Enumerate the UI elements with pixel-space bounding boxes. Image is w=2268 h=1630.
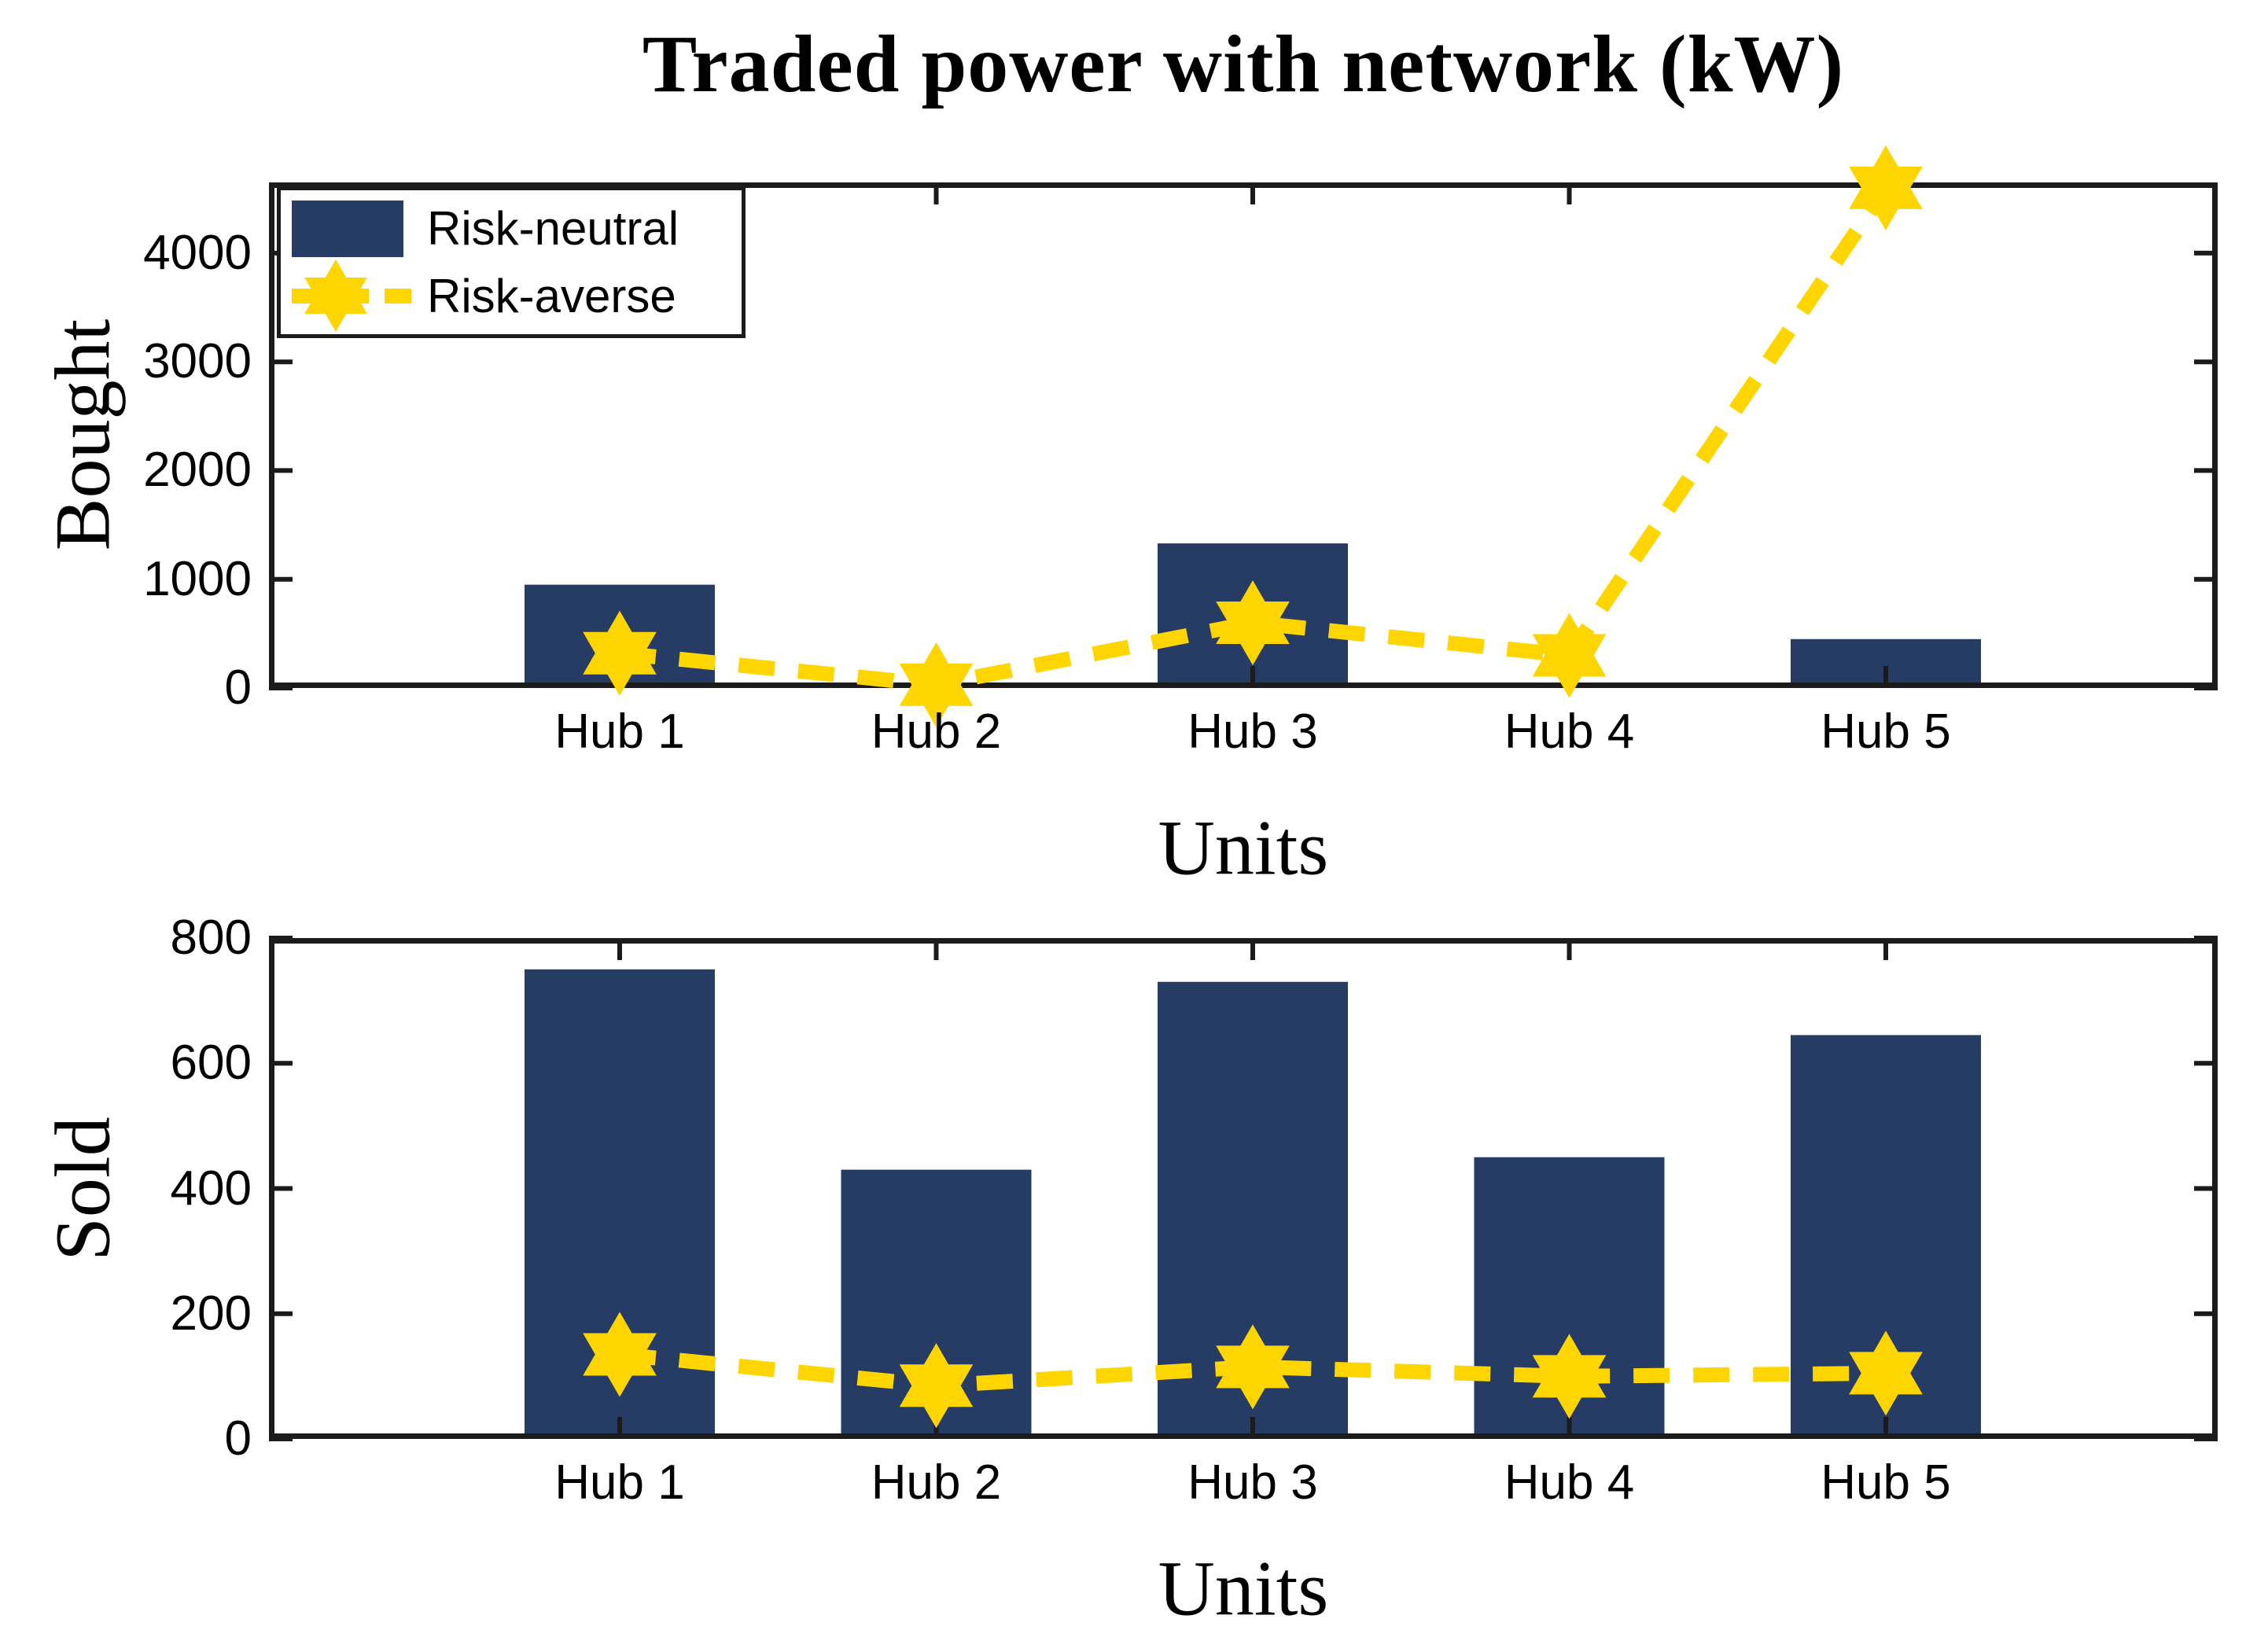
x-category-label-bought: Hub 2 (871, 705, 1002, 759)
hexagram-marker-bought-hub4 (1532, 613, 1607, 698)
y-tick-label-sold: 0 (224, 1411, 252, 1466)
x-category-label-sold: Hub 4 (1504, 1455, 1635, 1510)
legend-label-risk-neutral: Risk-neutral (427, 202, 679, 256)
hexagram-marker-sold-hub1 (583, 1312, 657, 1397)
risk-neutral-bar-swatch-icon (292, 200, 410, 257)
y-tick-label-bought: 1000 (143, 551, 252, 606)
y-tick-label-sold: 600 (170, 1036, 252, 1091)
y-tick-label-bought: 4000 (143, 225, 252, 280)
hexagram-marker-bought-hub2 (899, 642, 974, 727)
x-category-label-bought: Hub 4 (1504, 705, 1635, 759)
hexagram-marker-bought-hub3 (1216, 580, 1290, 665)
hexagram-marker-bought-hub5 (1849, 145, 1923, 230)
y-tick-label-bought: 0 (224, 660, 252, 715)
bought-plot-svg (269, 145, 2218, 727)
dashed-line-hexagram-icon (292, 259, 411, 333)
hexagram-marker-sold-hub5 (1849, 1330, 1923, 1416)
x-category-label-sold: Hub 2 (871, 1455, 1002, 1510)
legend-box: Risk-neutral Risk-averse (277, 186, 746, 338)
hexagram-marker-icon (304, 259, 367, 333)
risk-averse-line-sample-icon (292, 252, 411, 339)
legend-item-risk-averse: Risk-averse (292, 259, 742, 333)
chart-title: Traded power with network (kW) (642, 19, 1845, 109)
x-category-label-sold: Hub 3 (1187, 1455, 1318, 1510)
bar-color-swatch (292, 200, 403, 257)
risk-averse-line-bought (619, 183, 1892, 693)
x-category-label-bought: Hub 1 (554, 705, 685, 759)
legend-label-risk-averse: Risk-averse (427, 269, 676, 322)
y-tick-label-sold: 200 (170, 1286, 252, 1341)
hexagram-marker-sold-hub2 (899, 1343, 974, 1429)
legend-item-risk-neutral: Risk-neutral (292, 197, 742, 260)
hexagram-marker-sold-hub4 (1532, 1334, 1607, 1419)
sold-x-axis-label: Units (1158, 1544, 1329, 1630)
x-category-label-bought: Hub 3 (1187, 705, 1318, 759)
y-tick-label-bought: 3000 (143, 334, 252, 389)
y-tick-label-sold: 800 (170, 911, 252, 965)
sold-plot-svg (269, 936, 2218, 1441)
y-tick-label-bought: 2000 (143, 443, 252, 498)
x-category-label-sold: Hub 5 (1821, 1455, 1951, 1510)
risk-averse-line-sold (619, 1347, 1887, 1393)
x-category-label-bought: Hub 5 (1821, 705, 1951, 759)
axes-box-bought (269, 182, 2218, 688)
bought-x-axis-label: Units (1158, 804, 1329, 892)
x-category-label-sold: Hub 1 (554, 1455, 685, 1510)
hexagram-marker-sold-hub3 (1216, 1324, 1290, 1410)
hexagram-marker-bought-hub1 (583, 610, 657, 696)
y-tick-label-sold: 400 (170, 1161, 252, 1216)
